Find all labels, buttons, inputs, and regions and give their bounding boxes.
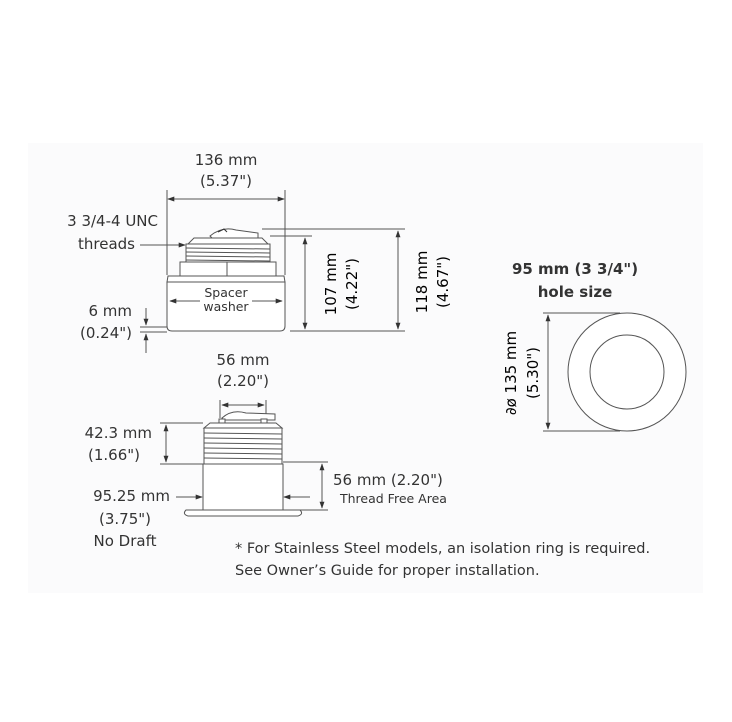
height-118-in: (4.67") <box>434 256 452 309</box>
thread-free-dimension: 56 mm (2.20") <box>333 471 443 489</box>
hole-diameter-in: (5.30") <box>524 347 542 400</box>
height-107-in: (4.22") <box>343 258 361 311</box>
width-136-mm: 136 mm <box>194 151 258 169</box>
washer-thickness-mm: 6 mm <box>88 302 132 320</box>
footnote: * For Stainless Steel models, an isolati… <box>235 538 650 582</box>
hole-diameter-mm: ∂ø 135 mm <box>502 330 520 416</box>
no-draft-note: No Draft <box>93 532 157 550</box>
washer-label: washer <box>203 299 249 314</box>
height-107-mm: 107 mm <box>322 252 340 316</box>
footnote-line-1: * For Stainless Steel models, an isolati… <box>235 541 651 557</box>
width-136-in: (5.37") <box>199 172 252 190</box>
thread-height-mm: 42.3 mm <box>84 424 152 442</box>
thread-free-label: Thread Free Area <box>340 491 447 506</box>
thread-spec: 3 3/4-4 UNC <box>67 212 158 230</box>
hole-size-label: hole size <box>537 283 613 301</box>
thread-height-in: (1.66") <box>87 446 140 464</box>
top-width-56-mm: 56 mm <box>216 351 270 369</box>
thread-label: threads <box>78 235 135 253</box>
washer-thickness-in: (0.24") <box>79 324 132 342</box>
base-diameter-mm: 95.25 mm <box>93 487 170 505</box>
height-118-mm: 118 mm <box>413 250 431 314</box>
spacer-label: Spacer <box>204 285 248 300</box>
base-diameter-in: (3.75") <box>98 510 151 528</box>
hole-size-title: 95 mm (3 3/4") <box>511 260 639 278</box>
top-width-56-in: (2.20") <box>216 372 269 390</box>
footnote-line-2: See Owner’s Guide for proper installatio… <box>235 563 540 579</box>
